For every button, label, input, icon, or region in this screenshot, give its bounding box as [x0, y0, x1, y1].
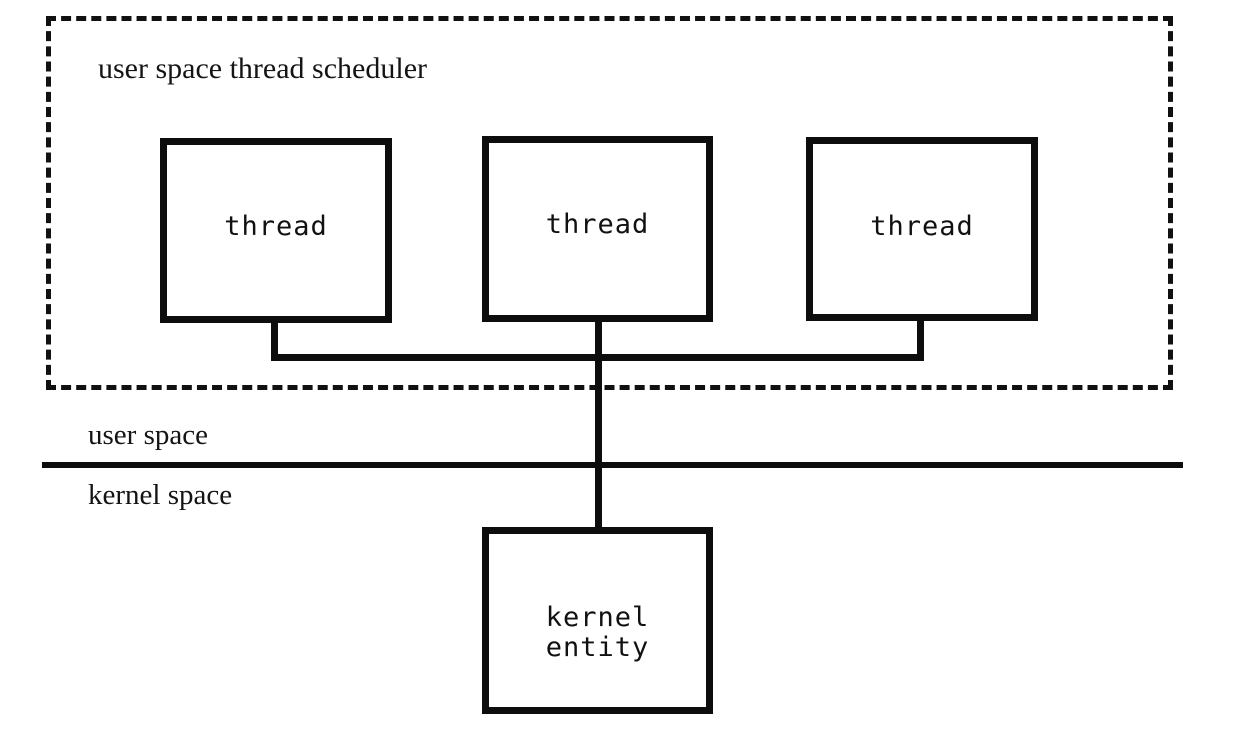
connector-trunk-to-kernel-entity — [595, 318, 602, 531]
user-space-label: user space — [88, 419, 208, 451]
thread-box-2-label: thread — [545, 209, 650, 241]
thread-box-3-label: thread — [870, 211, 974, 243]
thread-box-3: thread — [806, 137, 1038, 321]
scheduler-region-title: user space thread scheduler — [98, 52, 428, 85]
kernel-entity-box: kernel entity — [482, 527, 713, 714]
kernel-entity-label: kernel entity — [545, 602, 650, 663]
thread-box-1: thread — [160, 138, 392, 323]
user-space-thread-scheduler-region — [46, 16, 1173, 390]
connector-thread-3-stub — [917, 318, 924, 361]
kernel-space-label: kernel space — [88, 479, 233, 511]
thread-box-1-label: thread — [224, 210, 328, 242]
user-kernel-boundary-line — [42, 462, 1183, 468]
connector-thread-1-stub — [271, 318, 278, 361]
thread-box-2: thread — [482, 136, 713, 322]
